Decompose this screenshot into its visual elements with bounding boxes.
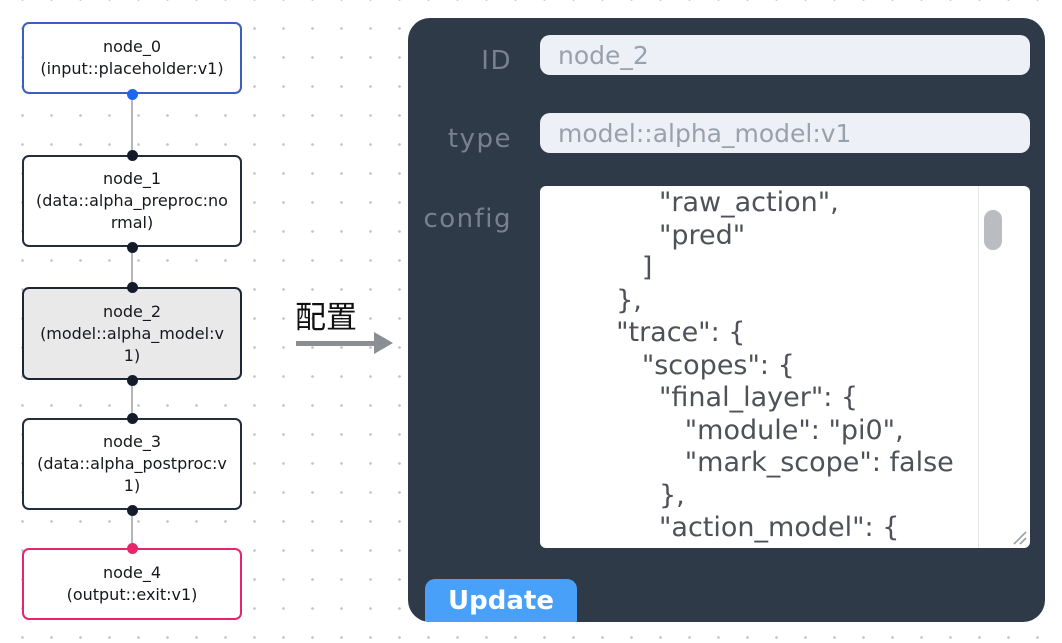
scrollbar-track [978, 186, 979, 548]
node-handle-source[interactable] [126, 374, 138, 386]
resize-handle-icon[interactable] [1010, 528, 1027, 545]
id-field-label: ID [481, 46, 512, 76]
node-handle-source[interactable] [126, 241, 138, 253]
node-title: node_2 [102, 301, 162, 321]
configure-arrow-label: 配置 [295, 300, 357, 336]
node-title: node_4 [102, 563, 162, 582]
arrow-head-icon [374, 332, 393, 354]
node-handle-source-blue[interactable] [126, 88, 138, 100]
flow-node-node_4[interactable]: node_4 (output::exit:v1) [22, 548, 242, 620]
node-handle-target[interactable] [126, 281, 138, 293]
node-handle-target[interactable] [126, 149, 138, 161]
node-type-label: (input::placeholder:v1) [40, 59, 224, 78]
node-type-label: (model::alpha_model:v1) [40, 323, 224, 365]
flow-node-node_3[interactable]: node_3 (data::alpha_postproc:v1) [22, 418, 242, 510]
node-handle-source[interactable] [126, 504, 138, 516]
node-handle-target-pink[interactable] [126, 542, 138, 554]
flow-node-node_0[interactable]: node_0 (input::placeholder:v1) [22, 22, 242, 94]
node-type-label: (data::alpha_preproc:normal) [36, 191, 228, 232]
config-textarea[interactable]: "raw_action", "pred" ] }, "trace": { "sc… [540, 186, 1030, 548]
edge-connector [131, 247, 133, 287]
edge-connector [131, 380, 133, 418]
arrow-shaft [296, 341, 375, 346]
node-type-label: (data::alpha_postproc:v1) [37, 454, 227, 495]
node-title: node_0 [102, 37, 162, 56]
type-input[interactable]: model::alpha_model:v1 [540, 113, 1030, 153]
config-json-content: "raw_action", "pred" ] }, "trace": { "sc… [616, 187, 954, 543]
node-config-panel: ID node_2 type model::alpha_model:v1 con… [408, 18, 1045, 622]
node-title: node_3 [102, 432, 162, 451]
type-field-label: type [447, 124, 512, 154]
node-type-label: (output::exit:v1) [66, 585, 198, 604]
scrollbar-thumb[interactable] [984, 210, 1002, 250]
type-input-value: model::alpha_model:v1 [558, 118, 852, 148]
flow-node-node_2-selected[interactable]: node_2 (model::alpha_model:v1) [22, 287, 242, 380]
edge-connector [131, 94, 133, 155]
config-field-label: config [423, 204, 512, 234]
edge-connector [131, 510, 133, 548]
flow-node-node_1[interactable]: node_1 (data::alpha_preproc:normal) [22, 155, 242, 247]
id-input-value: node_2 [558, 40, 649, 70]
node-handle-target[interactable] [126, 412, 138, 424]
node-title: node_1 [102, 169, 162, 188]
update-button[interactable]: Update [425, 579, 577, 622]
id-input[interactable]: node_2 [540, 35, 1030, 75]
